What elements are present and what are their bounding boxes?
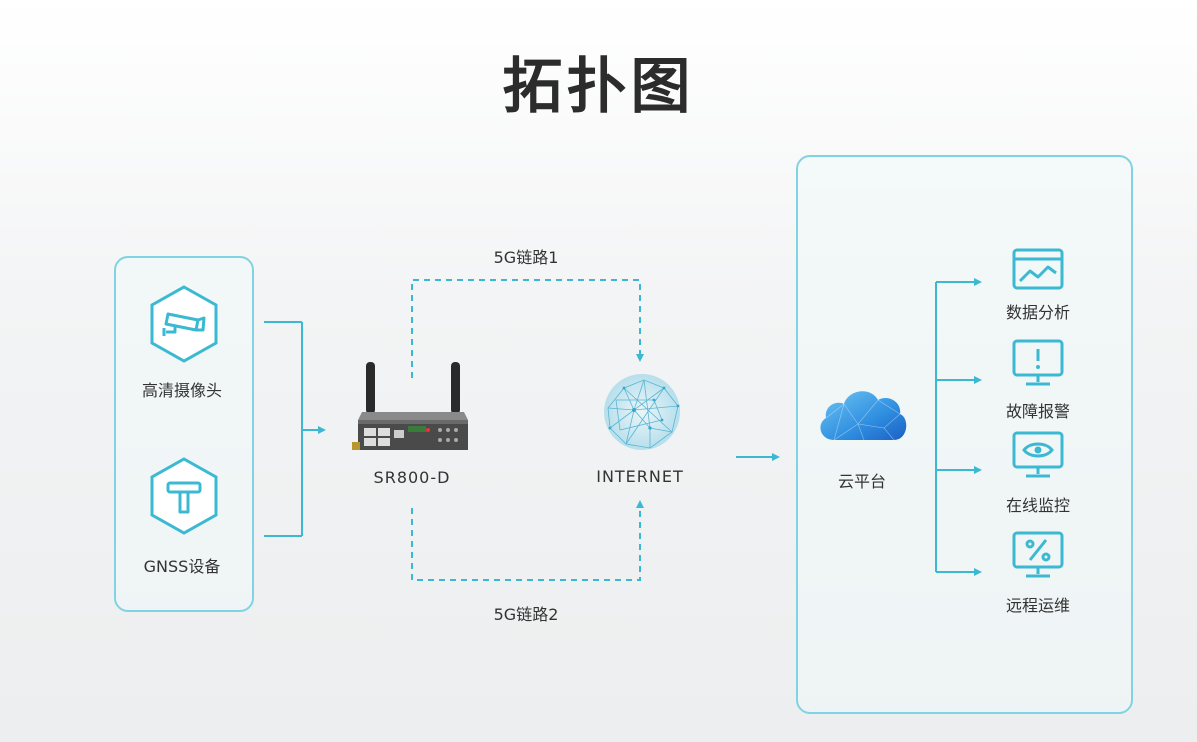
link-2-label: 5G链路2 [493,605,559,624]
router-device-image [352,362,468,450]
data-chart-icon [1012,248,1064,290]
alert-monitor-icon [1012,339,1064,386]
gnss-antenna-icon [150,457,218,535]
service-label-fault-alarm: 故障报警 [1005,402,1070,421]
page-title: 拓扑图 [502,52,695,122]
service-label-data-analysis: 数据分析 [1005,303,1070,322]
device-label-camera: 高清摄像头 [141,381,222,400]
eye-monitor-icon [1012,431,1064,478]
services-bracket-line [935,278,982,576]
device-bracket-line [264,321,326,537]
service-label-remote-maintenance: 远程运维 [1005,596,1070,615]
device-label-gnss: GNSS设备 [143,557,221,576]
link-1-label: 5G链路1 [493,248,559,267]
link-2-path [411,500,644,581]
internet-globe-icon [604,374,680,450]
percent-monitor-icon [1012,531,1064,578]
link-1-path [411,279,644,378]
cloud-icon [820,391,907,441]
internet-label: INTERNET [596,467,684,486]
service-label-online-monitoring: 在线监控 [1005,496,1070,515]
router-label: SR800-D [373,468,451,487]
cloud-label: 云平台 [837,472,886,491]
camera-icon [150,285,218,363]
